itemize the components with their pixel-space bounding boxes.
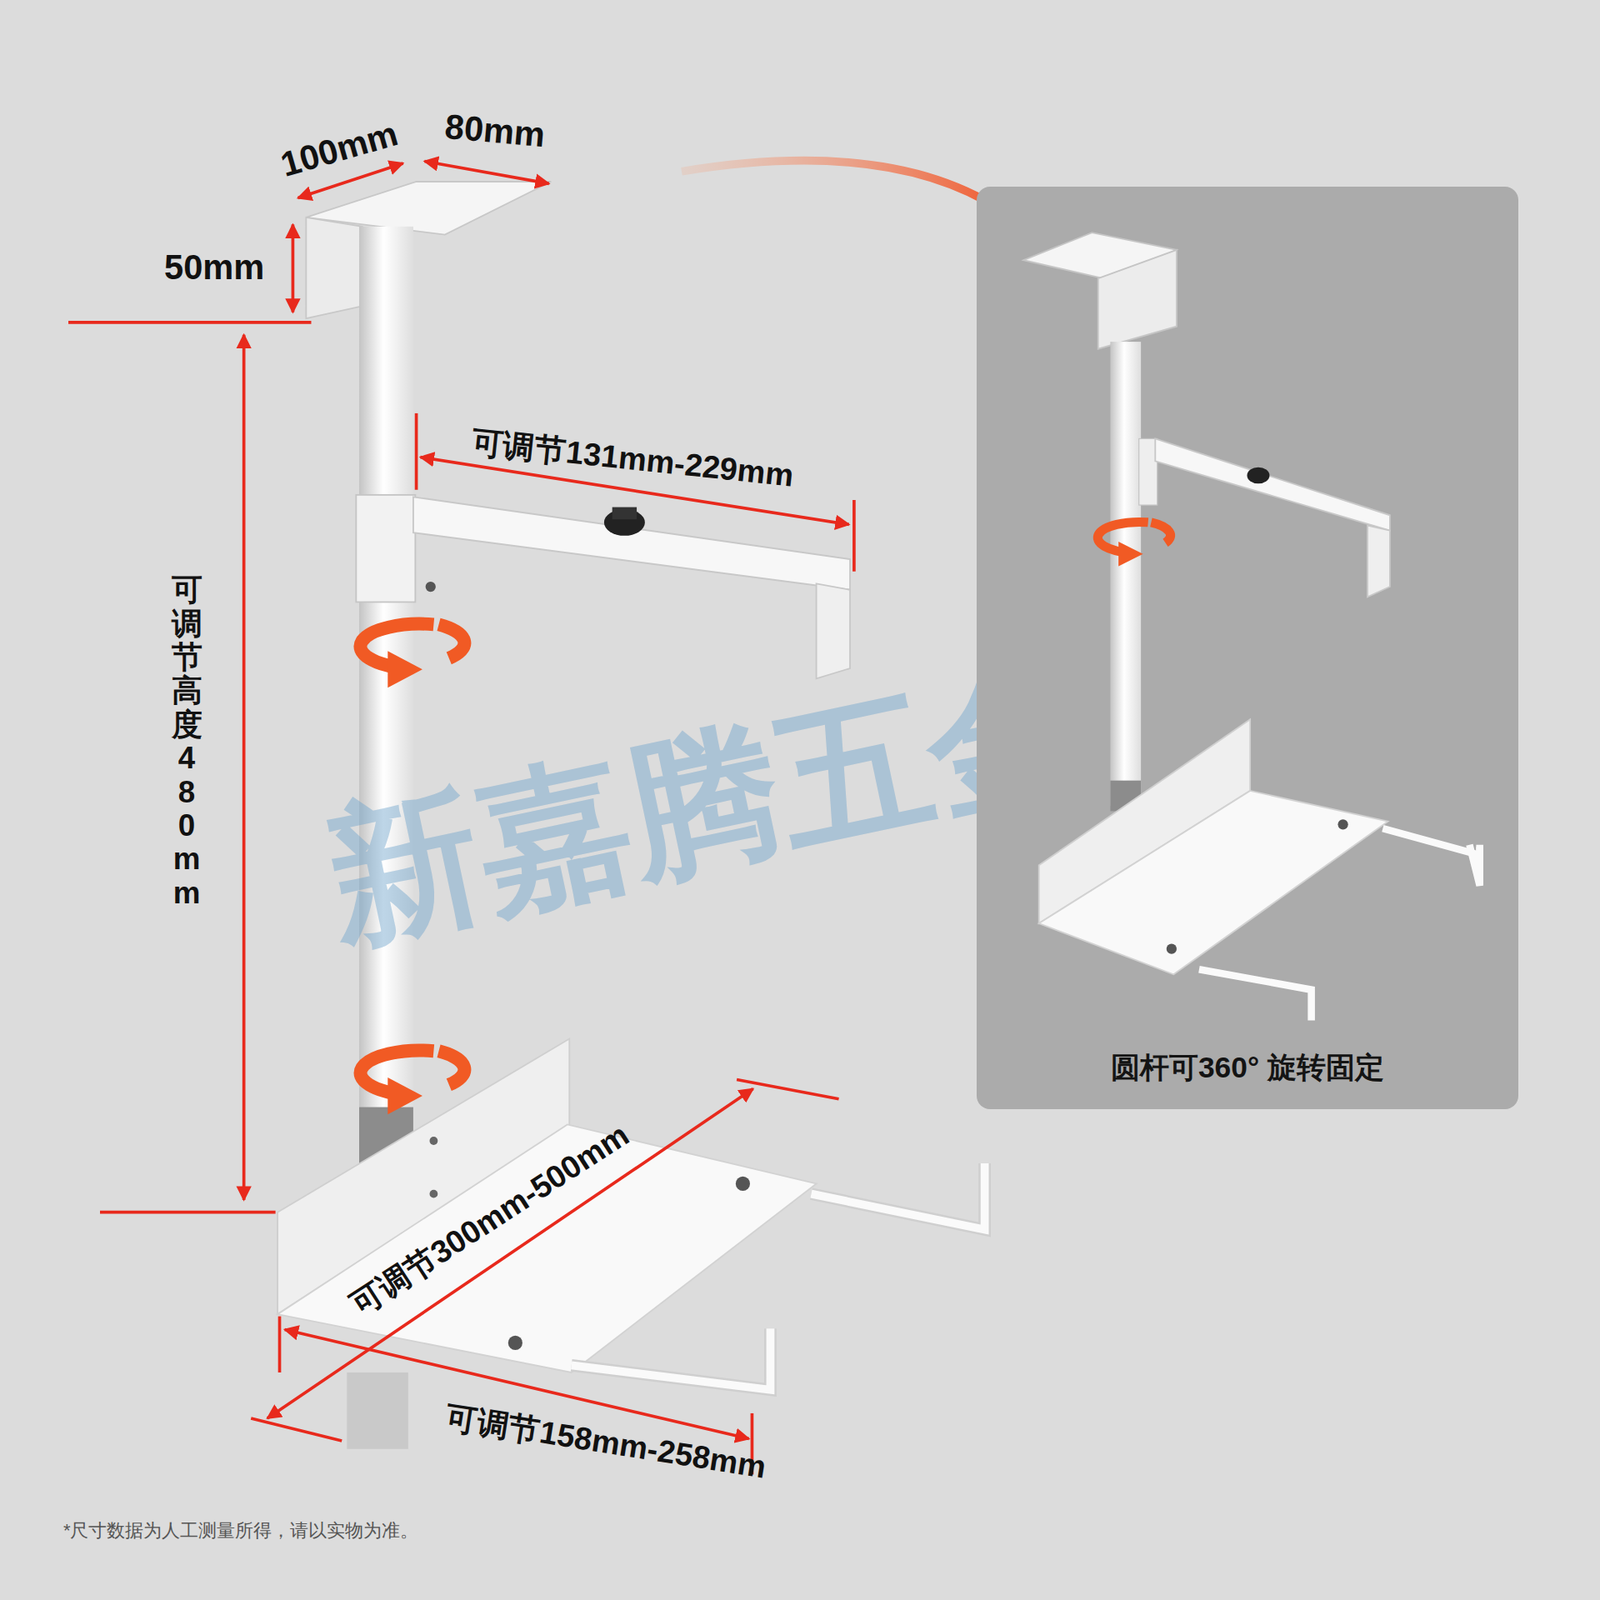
note: *尺寸数据为人工测量所得，请以实物为准。 [63,1518,420,1544]
label-holder: 可调节158mm-258mm [443,1396,770,1490]
dimension-label: 80mm [443,106,547,155]
dimension-label: 可调节高度480mm [171,573,203,910]
label-holder: 50mm [164,247,265,288]
dimension-label: 50mm [164,247,265,288]
dimension-label: 可调节158mm-258mm [443,1396,770,1490]
label-holder: 可调节131mm-229mm [469,420,795,497]
label-holder: 100mm [275,113,402,185]
info-panel: 圆杆可360° 旋转固定 [976,186,1519,1110]
panel-caption: 圆杆可360° 旋转固定 [976,1048,1519,1089]
label-holder: 可调节高度480mm [171,573,203,910]
label-holder: *尺寸数据为人工测量所得，请以实物为准。 [63,1518,420,1544]
panel-illustration [976,186,1519,1110]
dimension-label: 100mm [275,113,402,185]
label-holder: 80mm [443,106,547,155]
dimension-label: 可调节131mm-229mm [469,420,795,497]
